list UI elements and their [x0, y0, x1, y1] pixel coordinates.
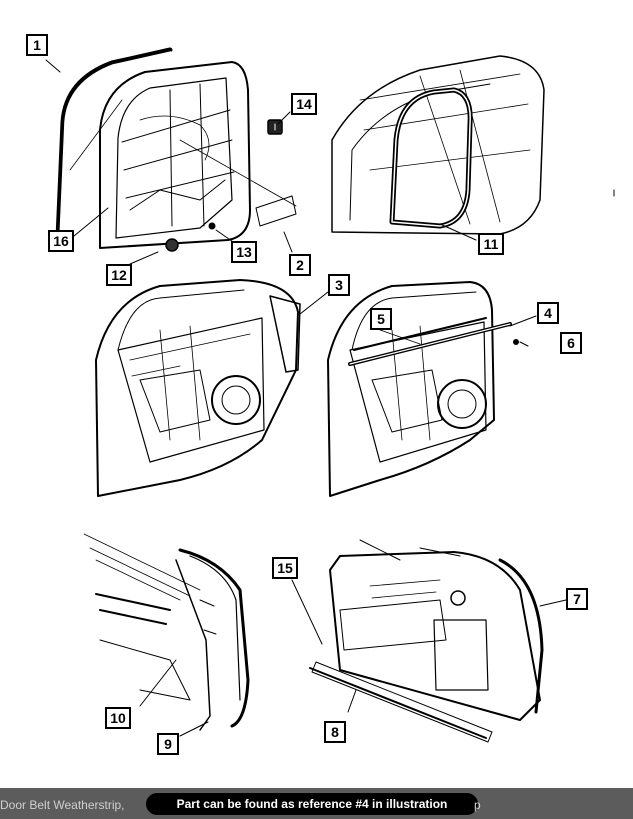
footer-caption: Door Belt Weatherstrip, — [0, 798, 125, 812]
callout-11: 11 — [478, 233, 504, 255]
door-edge-detail — [83, 533, 250, 737]
callout-10: 10 — [105, 707, 131, 729]
callout-5: 5 — [370, 308, 392, 330]
callout-3: 3 — [328, 274, 350, 296]
callout-12: 12 — [106, 264, 132, 286]
body-opening-view — [331, 55, 615, 241]
diagram-drawing — [45, 47, 615, 743]
door-assembly-right — [327, 281, 537, 497]
callout-7: 7 — [566, 588, 588, 610]
parts-diagram: 1 2 3 4 5 6 7 8 9 10 11 12 13 14 15 16 — [26, 34, 615, 755]
callout-13: 13 — [231, 241, 257, 263]
interior-door-trim — [291, 539, 567, 743]
callout-8: 8 — [324, 721, 346, 743]
callout-9: 9 — [157, 733, 179, 755]
callout-15: 15 — [272, 557, 298, 579]
callout-2: 2 — [289, 254, 311, 276]
door-assembly-left — [95, 279, 329, 497]
callout-16: 16 — [48, 230, 74, 252]
door-frame-exploded-view — [45, 47, 297, 265]
reference-tooltip: Part can be found as reference #4 in ill… — [146, 793, 478, 815]
callout-1: 1 — [26, 34, 48, 56]
callout-4: 4 — [537, 302, 559, 324]
callout-14: 14 — [291, 93, 317, 115]
footer-caption-tail: p — [474, 798, 481, 812]
callout-6: 6 — [560, 332, 582, 354]
footer-bar: Door Belt Weatherstrip, Part can be foun… — [0, 788, 633, 819]
